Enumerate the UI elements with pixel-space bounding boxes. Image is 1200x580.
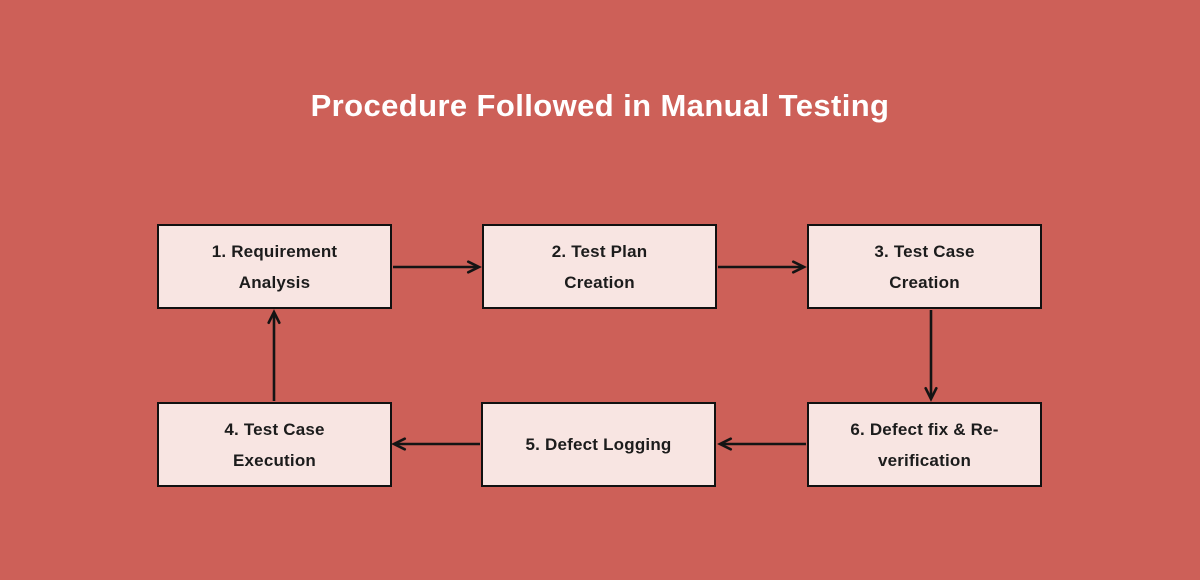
flow-box-test-plan-creation: 2. Test Plan Creation [482,224,717,309]
box-label-line1: 4. Test Case [224,419,325,439]
box-label-line2: Creation [564,272,635,292]
arrow-step1-to-step2 [393,260,482,274]
flow-box-test-case-creation: 3. Test Case Creation [807,224,1042,309]
flow-box-defect-fix-reverification: 6. Defect fix & Re- verification [807,402,1042,487]
arrow-step6-to-step5 [717,437,806,451]
box-label-line1: 6. Defect fix & Re- [850,419,999,439]
arrow-step4-to-step1 [267,309,281,401]
diagram-title: Procedure Followed in Manual Testing [310,88,890,123]
arrow-step2-to-step3 [718,260,807,274]
arrow-step5-to-step4 [391,437,480,451]
box-label-line1: 5. Defect Logging [525,435,672,454]
flow-box-defect-logging: 5. Defect Logging [481,402,716,487]
box-label-line2: Analysis [238,272,311,292]
box-label-line2: Creation [889,272,960,292]
flow-box-test-case-execution: 4. Test Case Execution [157,402,392,487]
box-label-line1: 1. Requirement [211,241,338,261]
flow-box-requirement-analysis: 1. Requirement Analysis [157,224,392,309]
arrow-step3-to-step6 [924,310,938,402]
box-label-line2: verification [877,450,972,470]
box-label-line2: Execution [232,450,317,470]
box-label-line1: 3. Test Case [874,241,975,261]
box-label-line1: 2. Test Plan [551,241,648,261]
